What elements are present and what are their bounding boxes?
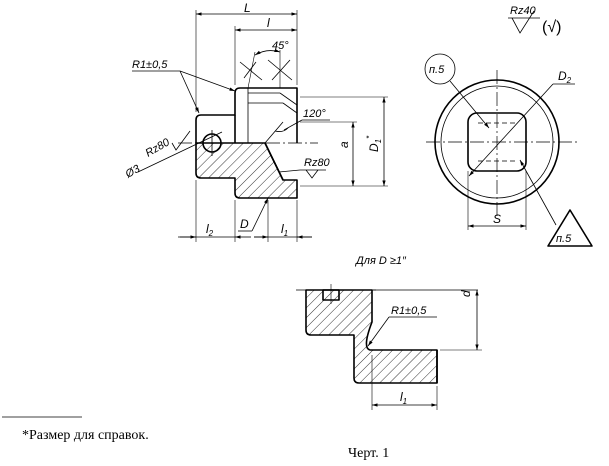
chamfer-mark-4 [271,59,291,81]
dim-d-label: d [459,290,473,297]
dim-l1-bottom-label: l1 [400,390,407,406]
angle120-leader [283,119,303,131]
cone-hidden-line [264,121,284,144]
rz40-label: Rz40 [510,5,537,17]
p5-triangle-leader [519,159,557,226]
D2-label: D2 [558,69,572,85]
side-view-outline [195,87,298,143]
end-view: D2 п.5 S п.5 Rz40 (√) [424,5,593,247]
dim-S-label: S [493,212,501,226]
square-head [467,112,527,172]
outer-circle [434,79,560,205]
p5-callout-label: п.5 [429,64,445,76]
dia3-label: Ø3 [123,162,143,181]
D-label: D [240,217,249,231]
dim-L-label: L [244,1,251,15]
dim-D1-label: D1* [365,135,383,152]
r1-bottom-leader [367,316,390,347]
angle-120-arc [274,127,289,132]
rz80-right-symbol [300,169,326,179]
inner-circle [440,85,554,199]
r1-top-leader-2 [179,70,236,92]
dim-l-label: l [267,16,270,30]
rz40-paren: (√) [542,19,561,36]
dim-l2-label: l2 [206,222,214,238]
rz80-left-symbol [171,130,191,151]
rz80-right-label: Rz80 [304,157,331,169]
thread-cone-line [279,92,298,106]
figure-caption: Черт. 1 [348,446,390,461]
r1-top-label: R1±0,5 [132,59,168,71]
chamfer-mark-3 [267,59,293,81]
r1-bottom-label: R1±0,5 [391,305,427,317]
dim-l1-label: l1 [281,222,288,238]
p5-callout-leader [449,80,490,129]
rz80-right-leader [278,169,301,173]
chamfer-mark-2 [243,61,257,79]
D2-leader [468,83,554,177]
angle45-arc [254,48,281,56]
angle45-label: 45° [272,40,289,52]
D-leader [251,197,269,232]
detail-view: Для D ≥1″ R1±0,5 d l1 [296,255,482,410]
detail-section [305,289,438,384]
dia3-leader [137,131,223,173]
detail-caption: Для D ≥1″ [354,255,407,267]
side-view: L l 45° R1±0,5 120° Rz80 Ø3 Rz80 [123,1,388,242]
p5-triangle [547,209,593,247]
side-view-section [195,142,298,199]
p5-callout-circle [424,53,456,85]
angle120-label: 120° [303,108,326,120]
footnote: *Размер для справок. [22,428,149,443]
thread-cone-line-2 [282,102,298,114]
rz40-symbol [508,10,540,34]
dim-a-label: a [337,141,351,148]
rz80-left-label: Rz80 [144,136,173,160]
r1-top-leader-1 [179,70,200,114]
p5-triangle-label: п.5 [556,233,572,245]
drill-cone [264,142,284,181]
angle45-ext-1 [247,51,256,89]
chamfer-mark-1 [239,61,263,81]
